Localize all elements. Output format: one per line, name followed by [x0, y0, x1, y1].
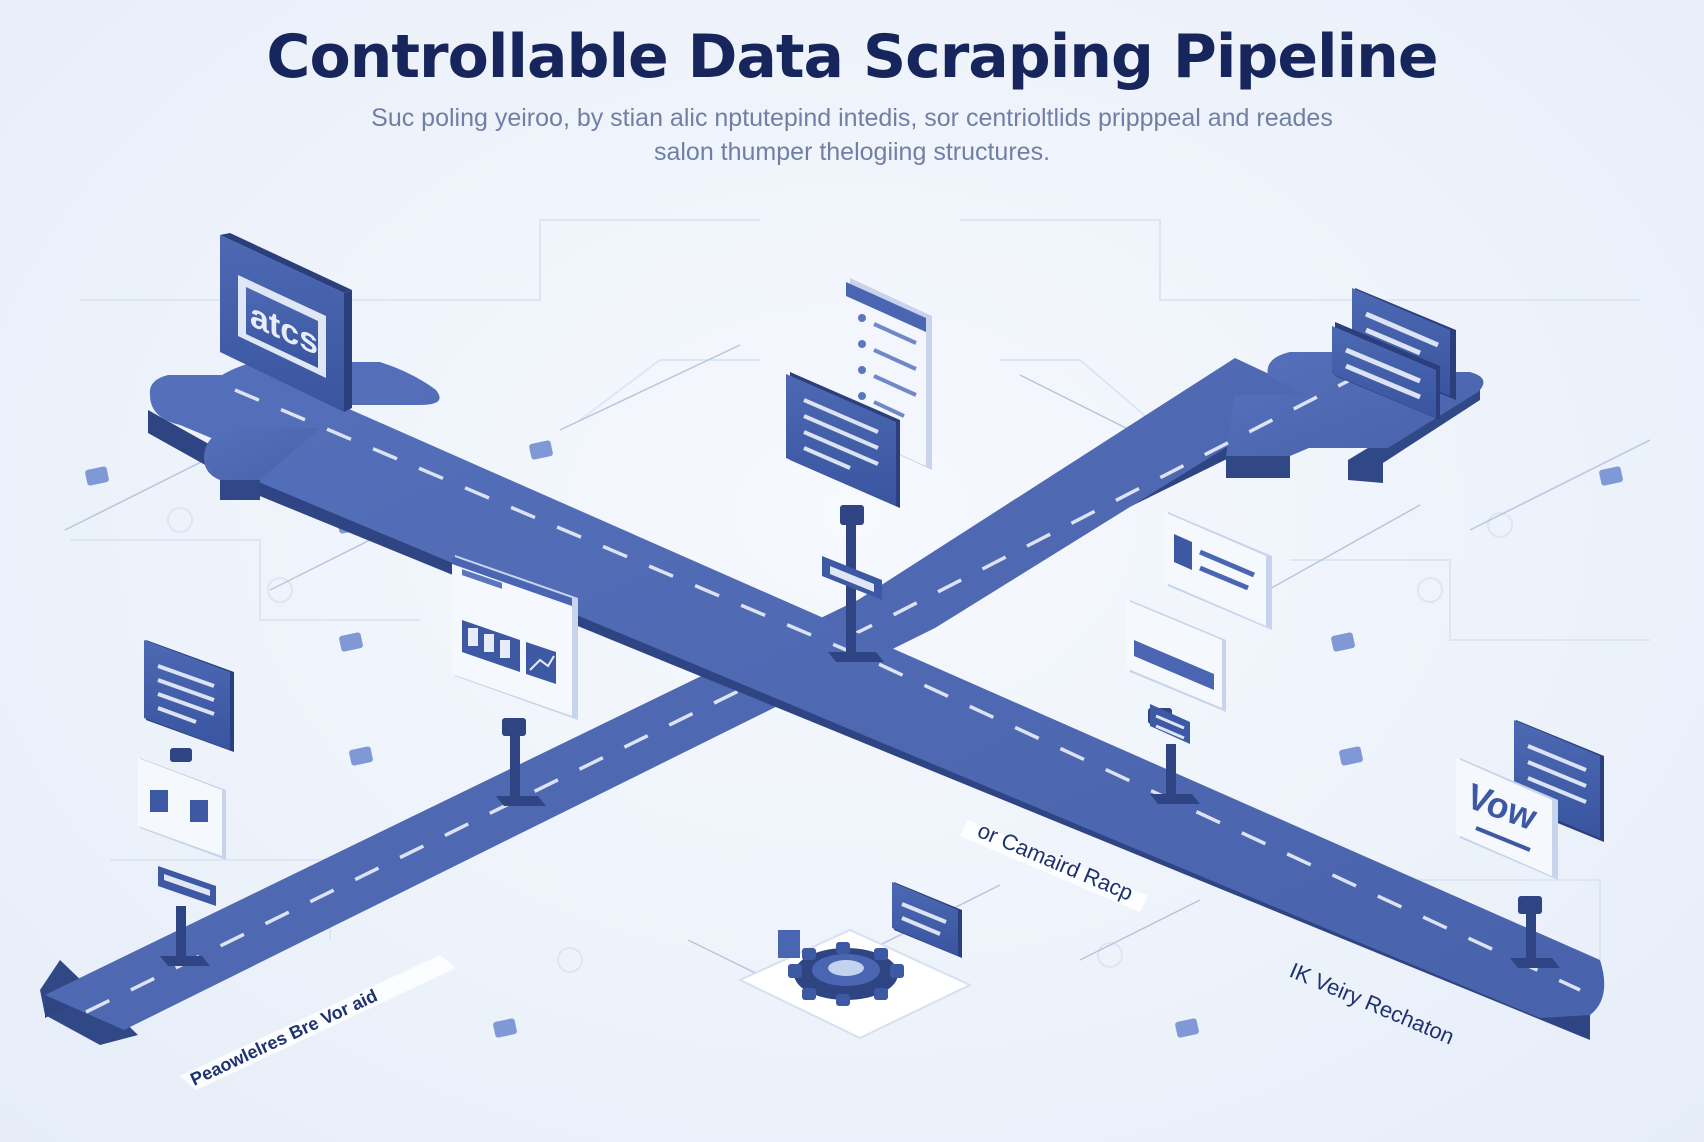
dashboard-card — [452, 555, 578, 806]
node-diamond — [1599, 466, 1623, 486]
road-ascending — [148, 362, 1605, 1040]
label-bottom-left: Peaowlelres Bre Vor aid — [187, 985, 380, 1089]
document-stack-right — [1332, 288, 1456, 420]
node-diamond — [1339, 746, 1363, 766]
atcs-board: atcs — [220, 233, 352, 412]
road-descending — [40, 352, 1484, 1045]
document-stack-center — [786, 278, 932, 662]
node-diamond — [85, 466, 109, 486]
gear-icon — [788, 942, 904, 1006]
left-signpost — [138, 640, 234, 966]
page-subtitle: Suc poling yeiroo, by stian alic nptutep… — [371, 104, 1333, 166]
page-title: Controllable Data Scraping Pipeline — [266, 22, 1438, 92]
gear-platform — [737, 882, 973, 1040]
right-center-cards — [1126, 512, 1272, 804]
node-diamond — [1331, 632, 1355, 652]
node-diamond — [529, 440, 553, 460]
background-grid — [70, 219, 1650, 973]
node-diamond — [349, 746, 373, 766]
node-diamond — [1175, 1018, 1199, 1038]
view-panel: Vow — [1456, 720, 1604, 968]
node-diamond — [493, 1018, 517, 1038]
node-diamond — [339, 632, 363, 652]
